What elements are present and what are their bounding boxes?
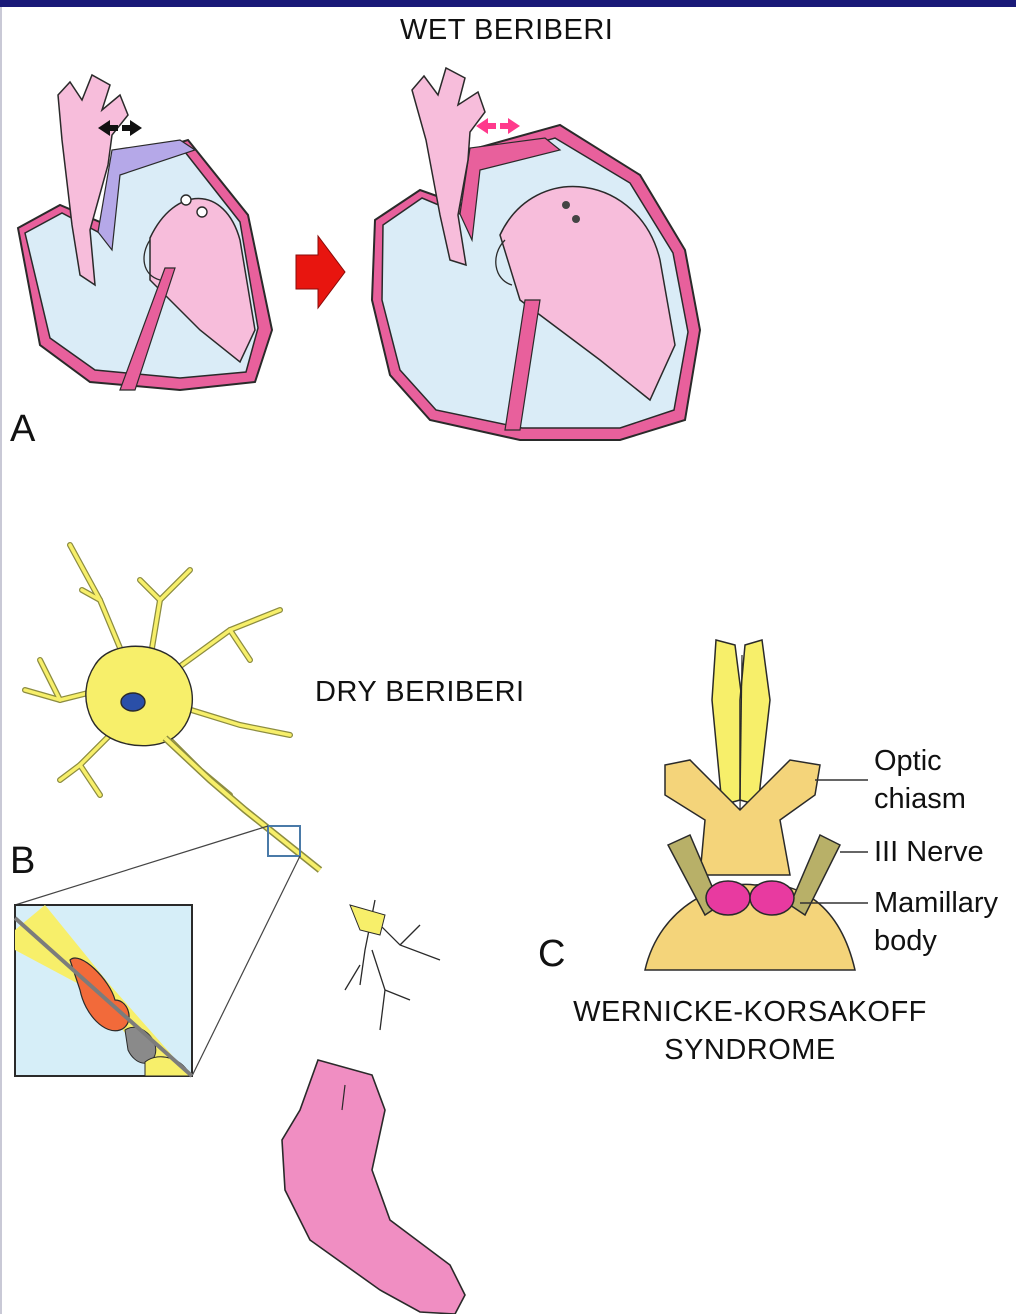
foot	[282, 1060, 465, 1314]
red-transition-arrow	[296, 236, 345, 308]
optic-chiasm-label-line1: Optic	[874, 742, 942, 780]
wet-beriberi-title: WET BERIBERI	[400, 14, 613, 47]
mamillary-label-line2: body	[874, 922, 937, 960]
axon-inset	[15, 905, 192, 1076]
panel-b-letter: B	[10, 840, 35, 883]
dry-beriberi-title: DRY BERIBERI	[315, 676, 525, 709]
panel-c-letter: C	[538, 933, 565, 976]
mamillary-label-line1: Mamillary	[874, 884, 1014, 922]
panel-a-letter: A	[10, 408, 35, 451]
brain-base	[645, 640, 855, 970]
wernicke-title-line2: SYNDROME	[540, 1034, 960, 1067]
pink-flow-arrows	[476, 118, 520, 134]
wernicke-title-line1: WERNICKE-KORSAKOFF	[540, 996, 960, 1029]
third-nerve-label: III Nerve	[874, 833, 984, 871]
normal-heart	[18, 75, 272, 390]
optic-chiasm-label-line2: chiasm	[874, 780, 966, 818]
neuron-nucleus	[121, 693, 145, 711]
mamillary-body	[706, 881, 750, 915]
dilated-heart	[372, 68, 700, 440]
